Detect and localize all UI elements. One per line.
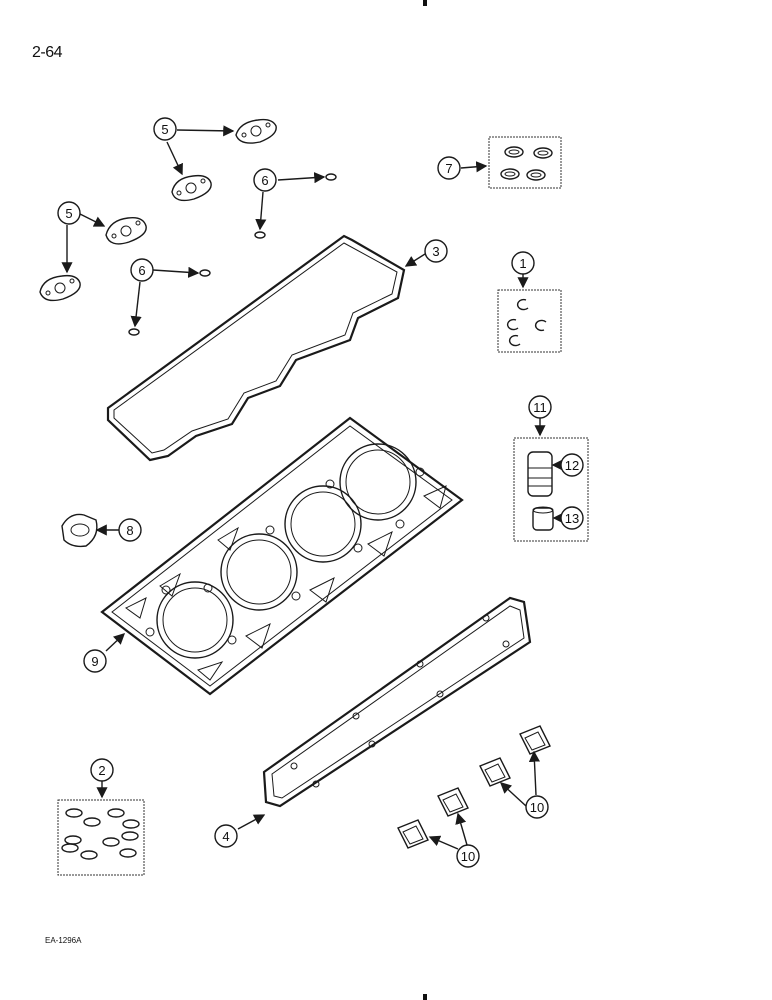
callout-4: 4	[214, 824, 238, 848]
cover-plate-10d	[397, 819, 429, 849]
svg-text:3: 3	[432, 244, 439, 259]
callout-1: 1	[511, 251, 535, 275]
callout-6-upper: 6	[253, 168, 277, 192]
callout-5-lower: 5	[57, 201, 81, 225]
kit-box-1	[497, 289, 562, 353]
svg-text:11: 11	[533, 400, 547, 415]
callout-9: 9	[83, 649, 107, 673]
svg-text:13: 13	[565, 511, 579, 526]
callout-11: 11	[528, 395, 552, 419]
washer-6d	[128, 328, 140, 336]
page-number: 2-64	[32, 44, 63, 61]
svg-text:4: 4	[222, 829, 229, 844]
washer-6c	[199, 269, 211, 277]
svg-text:6: 6	[138, 263, 145, 278]
svg-text:9: 9	[91, 654, 98, 669]
callout-10-lower: 10	[456, 844, 480, 868]
svg-text:5: 5	[161, 122, 168, 137]
svg-text:1: 1	[519, 256, 526, 271]
svg-text:6: 6	[261, 173, 268, 188]
callout-3: 3	[424, 239, 448, 263]
washer-6b	[254, 231, 266, 239]
callout-7: 7	[437, 156, 461, 180]
page-mark-bottom	[423, 994, 427, 1000]
svg-text:8: 8	[126, 523, 133, 538]
callout-2: 2	[90, 758, 114, 782]
flange-gasket-5b	[171, 174, 212, 202]
cylinder-head-gasket	[100, 416, 464, 696]
leader-lines	[61, 125, 564, 850]
figure-code: EA-1296A	[45, 936, 82, 945]
gasket-8	[61, 513, 98, 548]
callout-10-upper: 10	[525, 795, 549, 819]
svg-text:10: 10	[461, 849, 475, 864]
callout-12: 12	[560, 453, 584, 477]
callout-5-upper: 5	[153, 117, 177, 141]
callout-8: 8	[118, 518, 142, 542]
manifold-gasket	[262, 596, 532, 808]
cover-plate-10c	[437, 787, 469, 817]
cover-plate-10a	[519, 725, 551, 755]
rocker-cover-gasket	[106, 234, 406, 462]
page-mark-top	[423, 0, 427, 6]
flange-gasket-5d	[39, 274, 81, 302]
seal-12	[527, 451, 553, 497]
cover-plate-10b	[479, 757, 511, 787]
flange-gasket-5c	[105, 216, 147, 245]
svg-text:12: 12	[565, 458, 579, 473]
flange-gasket-5a	[235, 118, 277, 144]
kit-box-2	[57, 799, 145, 876]
svg-text:5: 5	[65, 206, 72, 221]
washer-6a	[325, 173, 337, 181]
callout-13: 13	[560, 506, 584, 530]
callout-6-lower: 6	[130, 258, 154, 282]
svg-text:7: 7	[445, 161, 452, 176]
svg-text:10: 10	[530, 800, 544, 815]
kit-box-7	[488, 136, 562, 189]
svg-text:2: 2	[98, 763, 105, 778]
